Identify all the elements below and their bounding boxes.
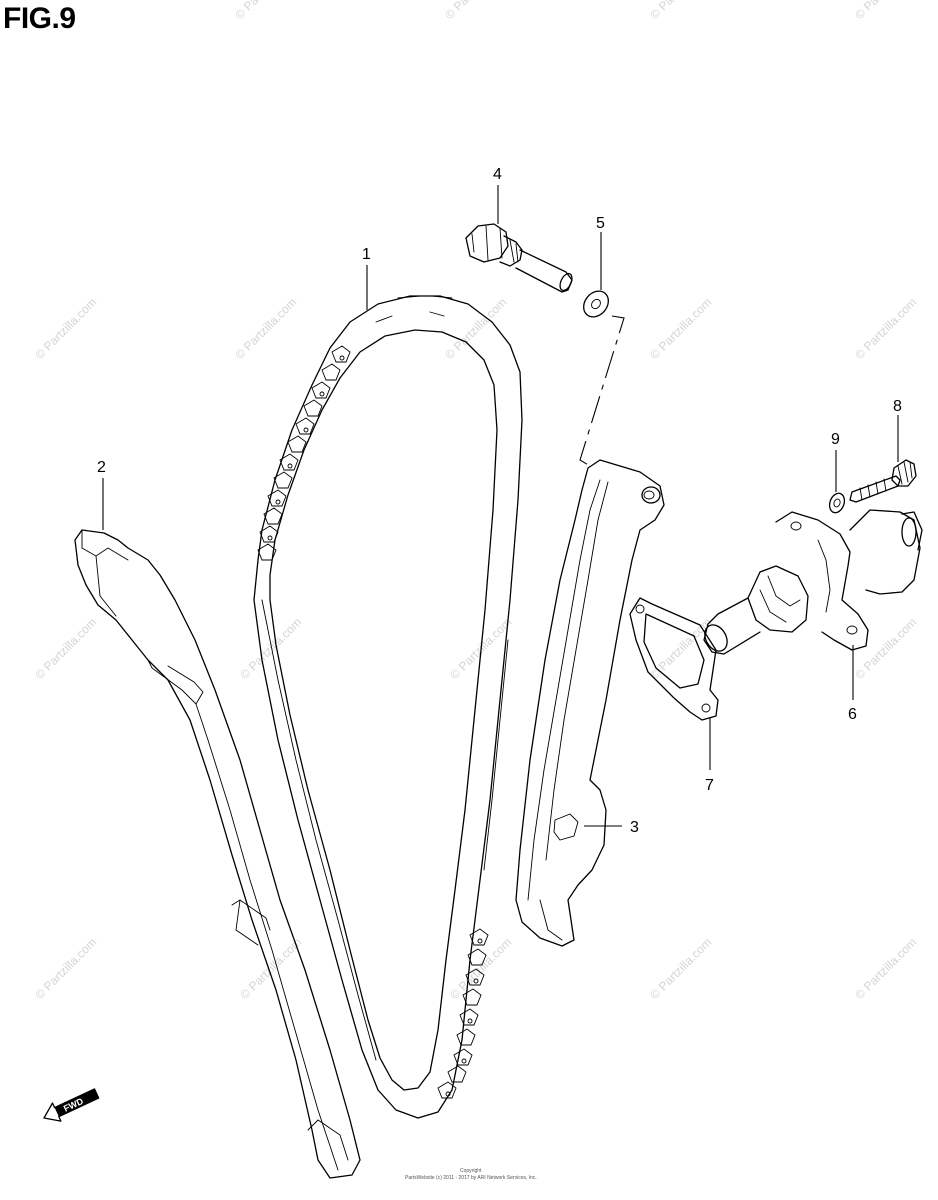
chain-guide-tensioner [515,459,665,947]
tensioner-bolt [849,459,917,503]
watermark: © Partzilla.com [32,615,99,682]
copyright-footer: Copyright PartsWebsite (c) 2011 - 2017 b… [405,1168,537,1181]
watermark: © Partzilla.com [647,935,714,1002]
callout-3: 3 [630,819,639,836]
cam-chain-tensioner [703,509,923,655]
callout-7: 7 [705,777,714,794]
watermark: © Partzilla.com [32,935,99,1002]
tensioner-gasket [629,597,719,721]
guide-bolt [465,223,573,293]
figure-title: FIG.9 [3,2,76,35]
callout-2: 2 [97,459,106,476]
guide-washer [579,290,625,467]
watermark: © Partzilla.com [647,0,714,22]
watermark: © Partzilla.com [852,0,919,22]
leader-lines [102,185,899,827]
callout-9: 9 [831,431,840,448]
watermark: © Partzilla.com [232,0,299,22]
watermark: © Partzilla.com [32,295,99,362]
tensioner-bolt-washer [828,492,846,514]
cam-chain [253,295,523,1119]
watermark: © Partzilla.com [852,295,919,362]
watermark: © Partzilla.com [852,615,919,682]
callout-1: 1 [362,246,371,263]
watermark: © Partzilla.com [237,615,304,682]
chain-guide-front [74,529,361,1179]
callout-6: 6 [848,706,857,723]
watermark: © Partzilla.com [647,295,714,362]
watermark: © Partzilla.com [647,615,714,682]
watermark: © Partzilla.com [442,0,509,22]
watermark: © Partzilla.com [232,295,299,362]
copyright-line-1: Copyright [460,1168,482,1174]
callout-8: 8 [893,398,902,415]
forward-direction-arrow: FWD [43,1088,100,1122]
callout-4: 4 [493,166,502,183]
copyright-line-2: PartsWebsite (c) 2011 - 2017 by ARI Netw… [405,1175,537,1181]
callout-5: 5 [596,215,605,232]
watermark-layer: © Partzilla.com © Partzilla.com © Partzi… [32,0,919,1002]
callout-labels: 1 2 3 4 5 6 7 8 9 [97,166,902,836]
watermark: © Partzilla.com [852,935,919,1002]
